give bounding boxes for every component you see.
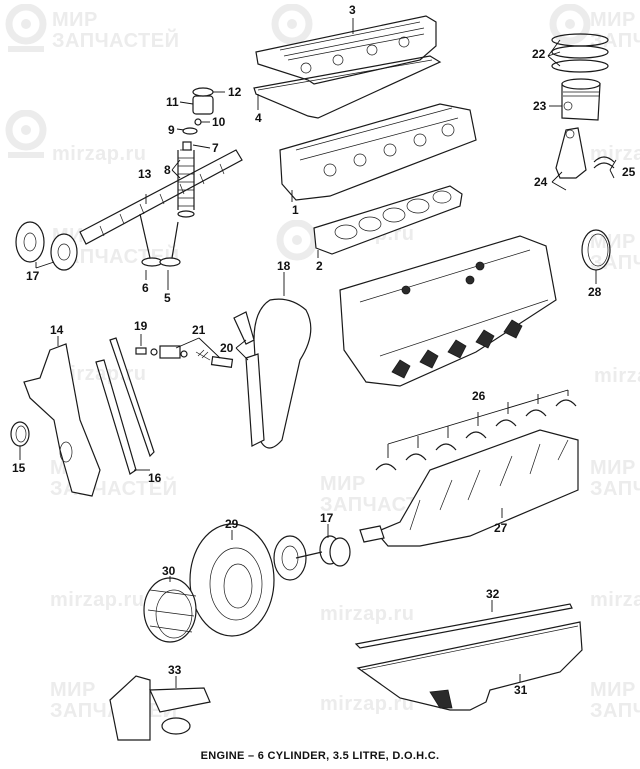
part-head-gasket xyxy=(313,185,463,258)
callout-28: 28 xyxy=(588,285,602,299)
part-oil-pump xyxy=(109,675,211,741)
callout-17-crank: 17 xyxy=(320,511,334,525)
callout-7: 7 xyxy=(212,141,219,155)
callout-27: 27 xyxy=(494,521,508,535)
callout-1: 1 xyxy=(292,203,299,217)
callout-6: 6 xyxy=(142,281,149,295)
part-intake-valve xyxy=(139,213,163,280)
diagram-caption: ENGINE – 6 CYLINDER, 3.5 LITRE, D.O.H.C. xyxy=(200,750,440,762)
callout-8: 8 xyxy=(164,163,171,177)
part-piston xyxy=(549,78,601,121)
callout-26: 26 xyxy=(472,389,486,403)
callout-9: 9 xyxy=(168,123,175,137)
part-camshaft xyxy=(79,149,243,245)
callout-2: 2 xyxy=(316,259,323,273)
part-chain-guide-rails xyxy=(233,311,265,447)
callout-11: 11 xyxy=(166,95,179,109)
callout-14: 14 xyxy=(50,323,64,337)
part-cylinder-head xyxy=(279,103,477,202)
part-crank-sprocket xyxy=(319,524,351,567)
callout-12: 12 xyxy=(228,85,242,99)
callout-22: 22 xyxy=(532,47,546,61)
part-valve-cover-gasket xyxy=(253,55,442,119)
part-crank-pulley xyxy=(143,576,197,643)
part-timing-cover xyxy=(23,336,101,497)
part-front-crank-seal xyxy=(10,421,30,460)
part-timing-chain xyxy=(253,272,312,449)
callout-4: 4 xyxy=(255,111,262,125)
callout-19: 19 xyxy=(134,319,148,333)
part-oil-pan-gasket xyxy=(354,600,573,649)
callout-20: 20 xyxy=(220,341,234,355)
part-valve-stem-seal xyxy=(182,141,211,151)
part-hydraulic-lifter xyxy=(179,95,214,115)
part-exhaust-valve xyxy=(159,221,181,290)
part-cam-sprockets xyxy=(15,221,78,271)
callout-29: 29 xyxy=(225,517,239,531)
callout-30: 30 xyxy=(162,564,176,578)
part-rod-bearings xyxy=(593,156,617,179)
part-spring-retainer xyxy=(176,127,198,135)
part-valve-spring xyxy=(171,149,195,218)
part-chain-tensioner xyxy=(135,334,234,369)
callout-23: 23 xyxy=(533,99,547,113)
part-oil-pan xyxy=(356,621,583,711)
callout-10: 10 xyxy=(212,115,226,129)
callout-5: 5 xyxy=(164,291,171,305)
part-rear-main-seal xyxy=(581,229,611,284)
callout-18: 18 xyxy=(277,259,291,273)
part-crank-hub xyxy=(273,535,323,581)
callout-25: 25 xyxy=(622,165,636,179)
part-engine-block xyxy=(339,235,557,387)
part-vibration-damper xyxy=(189,523,275,637)
callout-13: 13 xyxy=(138,167,152,181)
callout-labels: 1 2 3 4 5 6 7 8 9 10 11 12 13 14 15 16 1… xyxy=(12,3,636,697)
callout-21: 21 xyxy=(192,323,206,337)
part-lifter-shim xyxy=(192,87,225,97)
callout-31: 31 xyxy=(514,683,528,697)
part-valve-keepers xyxy=(194,118,210,126)
callout-24: 24 xyxy=(534,175,548,189)
part-timing-cover-gaskets xyxy=(95,337,155,475)
callout-16: 16 xyxy=(148,471,162,485)
callout-15: 15 xyxy=(12,461,26,475)
part-valve-cover xyxy=(255,15,437,85)
callout-32: 32 xyxy=(486,587,500,601)
callout-33: 33 xyxy=(168,663,182,677)
part-main-bearings xyxy=(375,389,577,471)
part-crankshaft xyxy=(359,429,579,547)
callout-17: 17 xyxy=(26,269,40,283)
part-connecting-rod xyxy=(551,127,587,191)
part-piston-rings xyxy=(547,33,609,73)
callout-3: 3 xyxy=(349,3,356,17)
